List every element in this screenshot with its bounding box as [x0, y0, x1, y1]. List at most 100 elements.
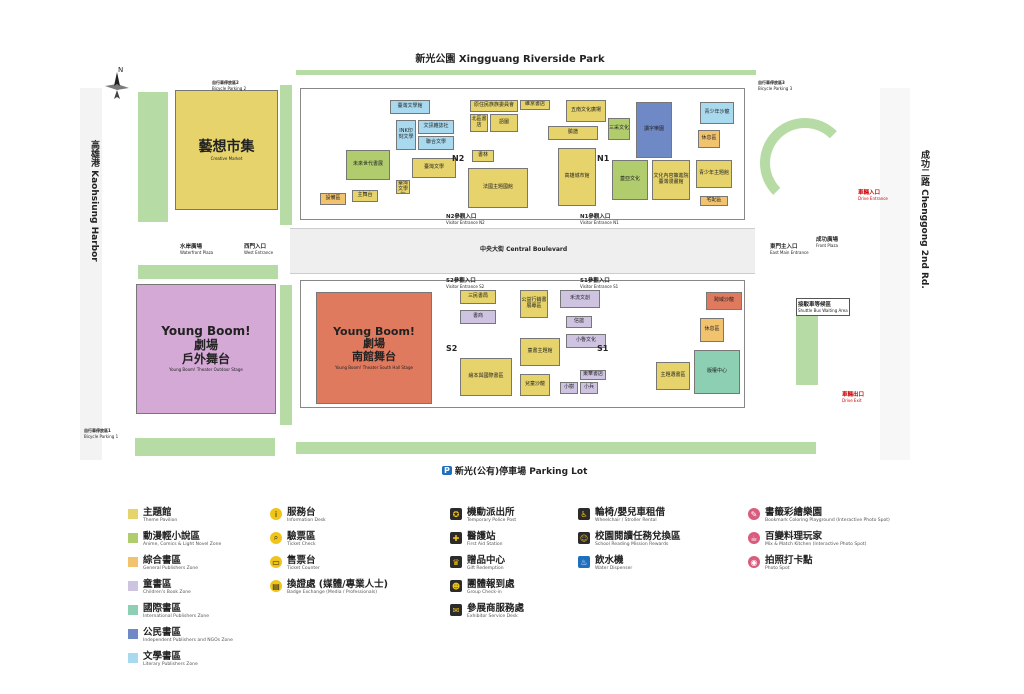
north-booth[interactable]: 設備區 — [320, 193, 346, 205]
creative-market-title: 藝想市集 — [198, 138, 255, 155]
legend-sublabel: Information Desk — [287, 518, 326, 524]
south-booth[interactable]: 公益行銷書展專區 — [520, 290, 548, 318]
south-booth[interactable]: 東華書店 — [580, 370, 606, 380]
north-booth[interactable]: 北區書店 — [470, 114, 488, 132]
north-booth[interactable]: 三采文化 — [608, 118, 630, 140]
legend-sublabel: Wheelchair / Stroller Rental — [595, 518, 657, 524]
drive-exit-zh: 車輛出口 — [842, 392, 865, 398]
svg-text:N: N — [118, 66, 123, 74]
legend-label: 童書區 — [143, 579, 172, 590]
north-booth[interactable]: 法國主題國館 — [468, 168, 528, 208]
legend-sublabel: Bookmark Coloring Playground (Interactiv… — [765, 518, 890, 524]
legend-sublabel: Literary Publishers Zone — [143, 662, 198, 668]
north-booth[interactable]: 宅配區 — [700, 196, 728, 206]
south-booth[interactable]: 小樹 — [560, 382, 578, 394]
s1-entrance-zh: S1參觀入口 — [580, 278, 610, 284]
legend-label: 主題館 — [143, 507, 172, 518]
north-booth[interactable]: 青少年沙龍 — [700, 102, 734, 124]
front-plaza-zh: 成功廣場 — [816, 237, 839, 243]
legend-swatch — [128, 557, 138, 567]
south-booth[interactable]: 主題選書區 — [656, 362, 690, 390]
legend-label: 公民書區 — [143, 627, 182, 638]
north-booth[interactable]: 書林 — [472, 150, 494, 162]
north-booth[interactable]: 臉譜 — [548, 126, 598, 140]
south-booth[interactable]: 童書主題館 — [520, 338, 560, 366]
south-booth[interactable]: 繪本與國際書區 — [460, 358, 512, 396]
legend-sublabel: Gift Redemption — [467, 566, 504, 572]
south-booth[interactable]: 小兵 — [580, 382, 598, 394]
north-booth[interactable]: INK印刻文學 — [396, 120, 416, 150]
green-arc — [760, 118, 850, 208]
south-booth[interactable]: 小魯文化 — [566, 334, 606, 348]
legend-icon: ▭ — [270, 556, 282, 568]
north-booth[interactable]: 原住民族族委員會 — [470, 100, 518, 112]
north-booth[interactable]: 文化內容策進院臺灣漫畫館 — [652, 160, 690, 200]
legend-label: 百變料理玩家 — [765, 531, 823, 542]
right-road — [880, 88, 910, 460]
n2-entrance-en: Visitor Entrance N2 — [446, 220, 485, 225]
green-right — [796, 300, 818, 385]
north-booth[interactable]: 未來世代書展 — [346, 150, 390, 180]
legend-label: 參展商服務處 — [467, 603, 525, 614]
north-booth[interactable]: 五南文化廣場 — [566, 100, 606, 122]
young-boom-south-stage[interactable]: Young Boom! 劇場 南館舞台 Young Boom! Theater … — [316, 292, 432, 404]
north-booth[interactable]: 國立臺灣文學館 — [396, 180, 410, 194]
outdoor-title-1: Young Boom! — [161, 324, 251, 338]
north-booth[interactable]: 文訊雜誌社 — [418, 120, 454, 134]
south-booth[interactable]: 兒童沙龍 — [520, 374, 550, 396]
creative-market-subtitle: Creative Market — [210, 155, 243, 161]
front-plaza-en: Front Plaza — [816, 243, 838, 248]
young-boom-outdoor-stage[interactable]: Young Boom! 劇場 戶外舞台 Young Boom! Theater … — [136, 284, 276, 414]
north-booth[interactable]: 蓋亞文化 — [612, 160, 648, 200]
parking-icon: P — [442, 466, 452, 475]
creative-market[interactable]: 藝想市集 Creative Market — [175, 90, 278, 210]
drive-exit-en: Drive Exit — [842, 398, 862, 403]
north-booth[interactable]: 讀字樂園 — [636, 102, 672, 158]
north-booth[interactable]: 維京書店 — [520, 100, 550, 110]
south-booth[interactable]: 跨域沙龍 — [706, 292, 742, 310]
north-booth[interactable]: 主舞台 — [352, 190, 378, 202]
south-booth[interactable]: 書商 — [460, 310, 496, 324]
legend-label: 國際書區 — [143, 603, 182, 614]
north-booth[interactable]: 高雄城市館 — [558, 148, 596, 206]
compass-icon: N — [100, 64, 134, 102]
legend-icon: ◉ — [748, 556, 760, 568]
north-booth[interactable]: 語圖 — [490, 114, 518, 132]
bike-1-zh: 自行車停放區1 — [84, 428, 111, 433]
legend-sublabel: Photo Spot — [765, 566, 790, 572]
legend-icon: ♛ — [450, 556, 462, 568]
north-booth[interactable]: 聯合文學 — [418, 136, 454, 150]
n1-entrance-zh: N1參觀入口 — [580, 214, 611, 220]
bike-2-en: Bicycle Parking 2 — [212, 86, 247, 91]
south-booth[interactable]: 信誼 — [566, 316, 592, 328]
south-booth[interactable]: 禾流文創 — [560, 290, 600, 308]
north-booth[interactable]: 休息區 — [698, 130, 720, 148]
legend-icon: ▤ — [270, 580, 282, 592]
north-booth[interactable]: 臺灣文學 — [412, 158, 456, 178]
n1-entrance-en: Visitor Entrance N1 — [580, 220, 619, 225]
north-booth[interactable]: 臺灣文學館 — [390, 100, 430, 114]
north-booth[interactable]: 青少年主題館 — [696, 160, 732, 188]
legend-sublabel: Children's Book Zone — [143, 590, 191, 596]
south-booth[interactable]: 休息區 — [700, 318, 724, 342]
south-booth[interactable]: 版權中心 — [694, 350, 740, 394]
south-booth[interactable]: 三民書局 — [460, 290, 496, 304]
